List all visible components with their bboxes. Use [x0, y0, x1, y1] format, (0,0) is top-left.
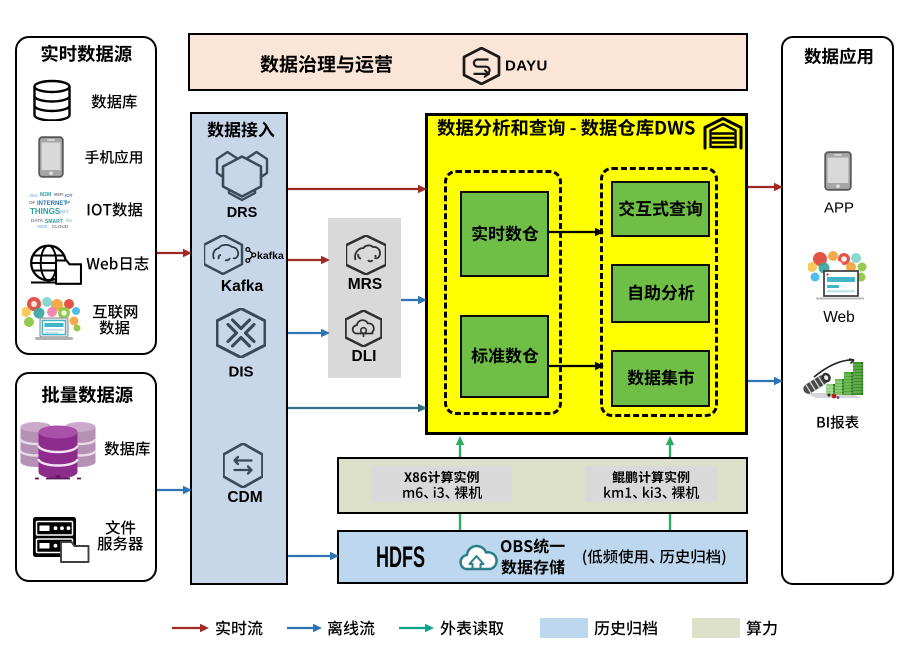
svg-text:5G: 5G	[66, 218, 73, 223]
svg-text:IOT: IOT	[65, 193, 73, 198]
svg-text:BIG: BIG	[30, 193, 39, 198]
svg-text:INTERNET: INTERNET	[37, 201, 67, 207]
svg-text:WIFI: WIFI	[54, 192, 64, 197]
svg-text:NET: NET	[60, 209, 69, 214]
svg-text:SMART: SMART	[45, 219, 63, 225]
svg-text:IP: IP	[66, 200, 70, 205]
svg-text:WEB: WEB	[37, 224, 48, 229]
svg-text:M2M: M2M	[40, 192, 51, 198]
svg-text:OF: OF	[29, 200, 36, 205]
svg-text:DATA: DATA	[31, 218, 44, 223]
svg-text:kafka: kafka	[257, 250, 284, 262]
svg-text:THINGS: THINGS	[30, 207, 61, 216]
svg-text:CLOUD: CLOUD	[52, 224, 69, 229]
